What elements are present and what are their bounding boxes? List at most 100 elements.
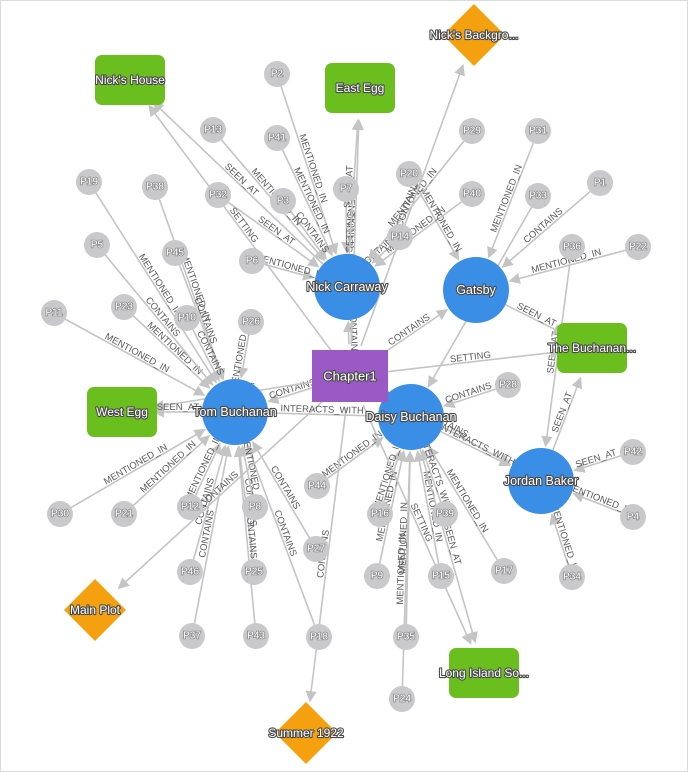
paragraph-node-p32[interactable]: P32: [205, 182, 231, 208]
edge-P30-tom[interactable]: [70, 428, 206, 509]
edge-P22-gatsby[interactable]: [508, 249, 626, 284]
edge-Chapter1-mainplot[interactable]: [117, 397, 327, 590]
edge-tom-daisy[interactable]: [267, 410, 378, 422]
edge-daisy-jordan[interactable]: [440, 430, 511, 467]
edge-P9-daisy[interactable]: [378, 450, 408, 564]
paragraph-node-p8[interactable]: P8: [242, 494, 268, 520]
paragraph-node-p31[interactable]: P31: [525, 118, 551, 144]
paragraph-node-p30[interactable]: P30: [47, 501, 73, 527]
character-node-jordan[interactable]: Jordan Baker: [503, 448, 579, 514]
edge-P39-daisy[interactable]: [420, 448, 442, 502]
edge-P2-nick[interactable]: [280, 86, 339, 255]
paragraph-node-p23[interactable]: P23: [111, 294, 137, 320]
character-node-tom[interactable]: Tom Buchanan: [192, 379, 278, 445]
event-node-background[interactable]: Nick's Backgro...: [428, 4, 520, 66]
edge-P19-tom[interactable]: [95, 192, 217, 384]
paragraph-node-p43[interactable]: P43: [243, 623, 269, 649]
edge-P23-tom[interactable]: [132, 315, 211, 389]
paragraph-node-p2[interactable]: P2: [264, 61, 290, 87]
character-node-gatsby[interactable]: Gatsby: [443, 257, 509, 323]
paragraph-node-p36[interactable]: P36: [559, 234, 585, 260]
paragraph-node-p14[interactable]: P14: [387, 224, 413, 250]
edge-daisy-longisland[interactable]: [419, 448, 478, 644]
paragraph-node-p21[interactable]: P21: [111, 501, 137, 527]
paragraph-node-p33[interactable]: P33: [525, 183, 551, 209]
paragraph-node-p6[interactable]: P6: [239, 248, 265, 274]
edge-P42-jordan[interactable]: [573, 455, 621, 473]
paragraph-node-p19[interactable]: P19: [76, 169, 102, 195]
paragraph-node-p26[interactable]: P26: [238, 309, 264, 335]
edge-P17-daisy[interactable]: [428, 446, 498, 561]
paragraph-node-p44[interactable]: P44: [304, 473, 330, 499]
edge-P6-nick[interactable]: [264, 263, 315, 281]
paragraph-node-p18[interactable]: P18: [306, 624, 332, 650]
edge-P21-tom[interactable]: [133, 434, 211, 506]
edge-P11-tom[interactable]: [65, 318, 206, 396]
paragraph-node-p25[interactable]: P25: [241, 559, 267, 585]
edge-P4-jordan[interactable]: [572, 492, 622, 514]
edge-P45-tom[interactable]: [178, 264, 225, 381]
edge-P44-daisy[interactable]: [327, 437, 384, 479]
paragraph-node-p35[interactable]: P35: [393, 624, 419, 650]
edge-P40-nick[interactable]: [374, 201, 463, 267]
paragraph-node-p39[interactable]: P39: [432, 501, 458, 527]
edge-P32-nick[interactable]: [228, 201, 320, 268]
location-node-eastegg[interactable]: East Egg: [325, 63, 395, 113]
edge-Chapter1-gatsby[interactable]: [375, 309, 449, 359]
paragraph-node-p9[interactable]: P9: [364, 563, 390, 589]
event-node-mainplot[interactable]: Main Plot: [64, 579, 126, 641]
edge-nick-nickhouse[interactable]: [152, 101, 324, 265]
paragraph-node-p37[interactable]: P37: [179, 623, 205, 649]
paragraph-node-p42[interactable]: P42: [620, 439, 646, 465]
location-node-buchanan[interactable]: The Buchanan...: [547, 323, 637, 373]
paragraph-node-p45[interactable]: P45: [162, 240, 188, 266]
chapter-node[interactable]: Chapter1: [312, 350, 388, 402]
edge-P34-jordan[interactable]: [549, 513, 569, 565]
character-node-daisy[interactable]: Daisy Buchanan: [364, 384, 458, 450]
paragraph-node-p5[interactable]: P5: [84, 232, 110, 258]
paragraph-node-p27[interactable]: P27: [303, 536, 329, 562]
location-node-nickhouse[interactable]: Nick's House: [94, 55, 166, 105]
paragraph-node-p11[interactable]: P11: [41, 300, 67, 326]
edge-gatsby-buchanan[interactable]: [505, 304, 565, 335]
paragraph-node-p40[interactable]: P40: [459, 181, 485, 207]
paragraph-node-p22[interactable]: P22: [625, 234, 651, 260]
edge-Chapter1-buchanan[interactable]: [381, 347, 562, 374]
paragraph-node-p16[interactable]: P16: [367, 501, 393, 527]
paragraph-node-p13[interactable]: P13: [200, 117, 226, 143]
edge-P5-tom[interactable]: [104, 254, 214, 386]
edge-Chapter1-nick[interactable]: [342, 320, 355, 345]
edge-P26-tom[interactable]: [237, 334, 250, 379]
paragraph-node-p24[interactable]: P24: [389, 686, 415, 712]
location-node-longisland[interactable]: Long Island So...: [438, 648, 530, 698]
paragraph-node-p10[interactable]: P10: [174, 305, 200, 331]
edge-P15-daisy[interactable]: [413, 450, 440, 564]
paragraph-node-p3[interactable]: P3: [270, 188, 296, 214]
paragraph-node-p46[interactable]: P46: [177, 559, 203, 585]
edge-P1-gatsby[interactable]: [501, 190, 591, 268]
paragraph-node-p20[interactable]: P20: [396, 161, 422, 187]
paragraph-node-p7[interactable]: P7: [333, 176, 359, 202]
character-node-nick[interactable]: Nick Carraway: [305, 254, 389, 320]
paragraph-node-p41[interactable]: P41: [264, 125, 290, 151]
edge-P28-daisy[interactable]: [443, 388, 496, 409]
edge-Chapter1-longisland[interactable]: [362, 404, 472, 645]
edge-P29-nick[interactable]: [368, 140, 465, 261]
paragraph-node-p4[interactable]: P4: [620, 504, 646, 530]
paragraph-node-p1[interactable]: P1: [587, 170, 613, 196]
edge-P27-tom[interactable]: [252, 441, 311, 539]
edge-P12-tom[interactable]: [194, 442, 221, 496]
edge-P31-gatsby[interactable]: [487, 142, 535, 259]
edge-P20-gatsby[interactable]: [414, 184, 460, 261]
paragraph-node-p15[interactable]: P15: [428, 563, 454, 589]
edge-P18-tom[interactable]: [245, 443, 316, 626]
paragraph-node-p29[interactable]: P29: [459, 118, 485, 144]
edge-Chapter1-background[interactable]: [360, 64, 465, 347]
edge-Chapter1-nickhouse[interactable]: [148, 104, 332, 351]
edge-P37-tom[interactable]: [193, 445, 233, 624]
location-node-westegg[interactable]: West Egg: [87, 387, 157, 437]
edge-P46-tom[interactable]: [192, 444, 229, 560]
edge-P41-nick[interactable]: [281, 149, 333, 257]
edge-P7-nick[interactable]: [340, 201, 353, 254]
paragraph-node-p38[interactable]: P38: [142, 174, 168, 200]
